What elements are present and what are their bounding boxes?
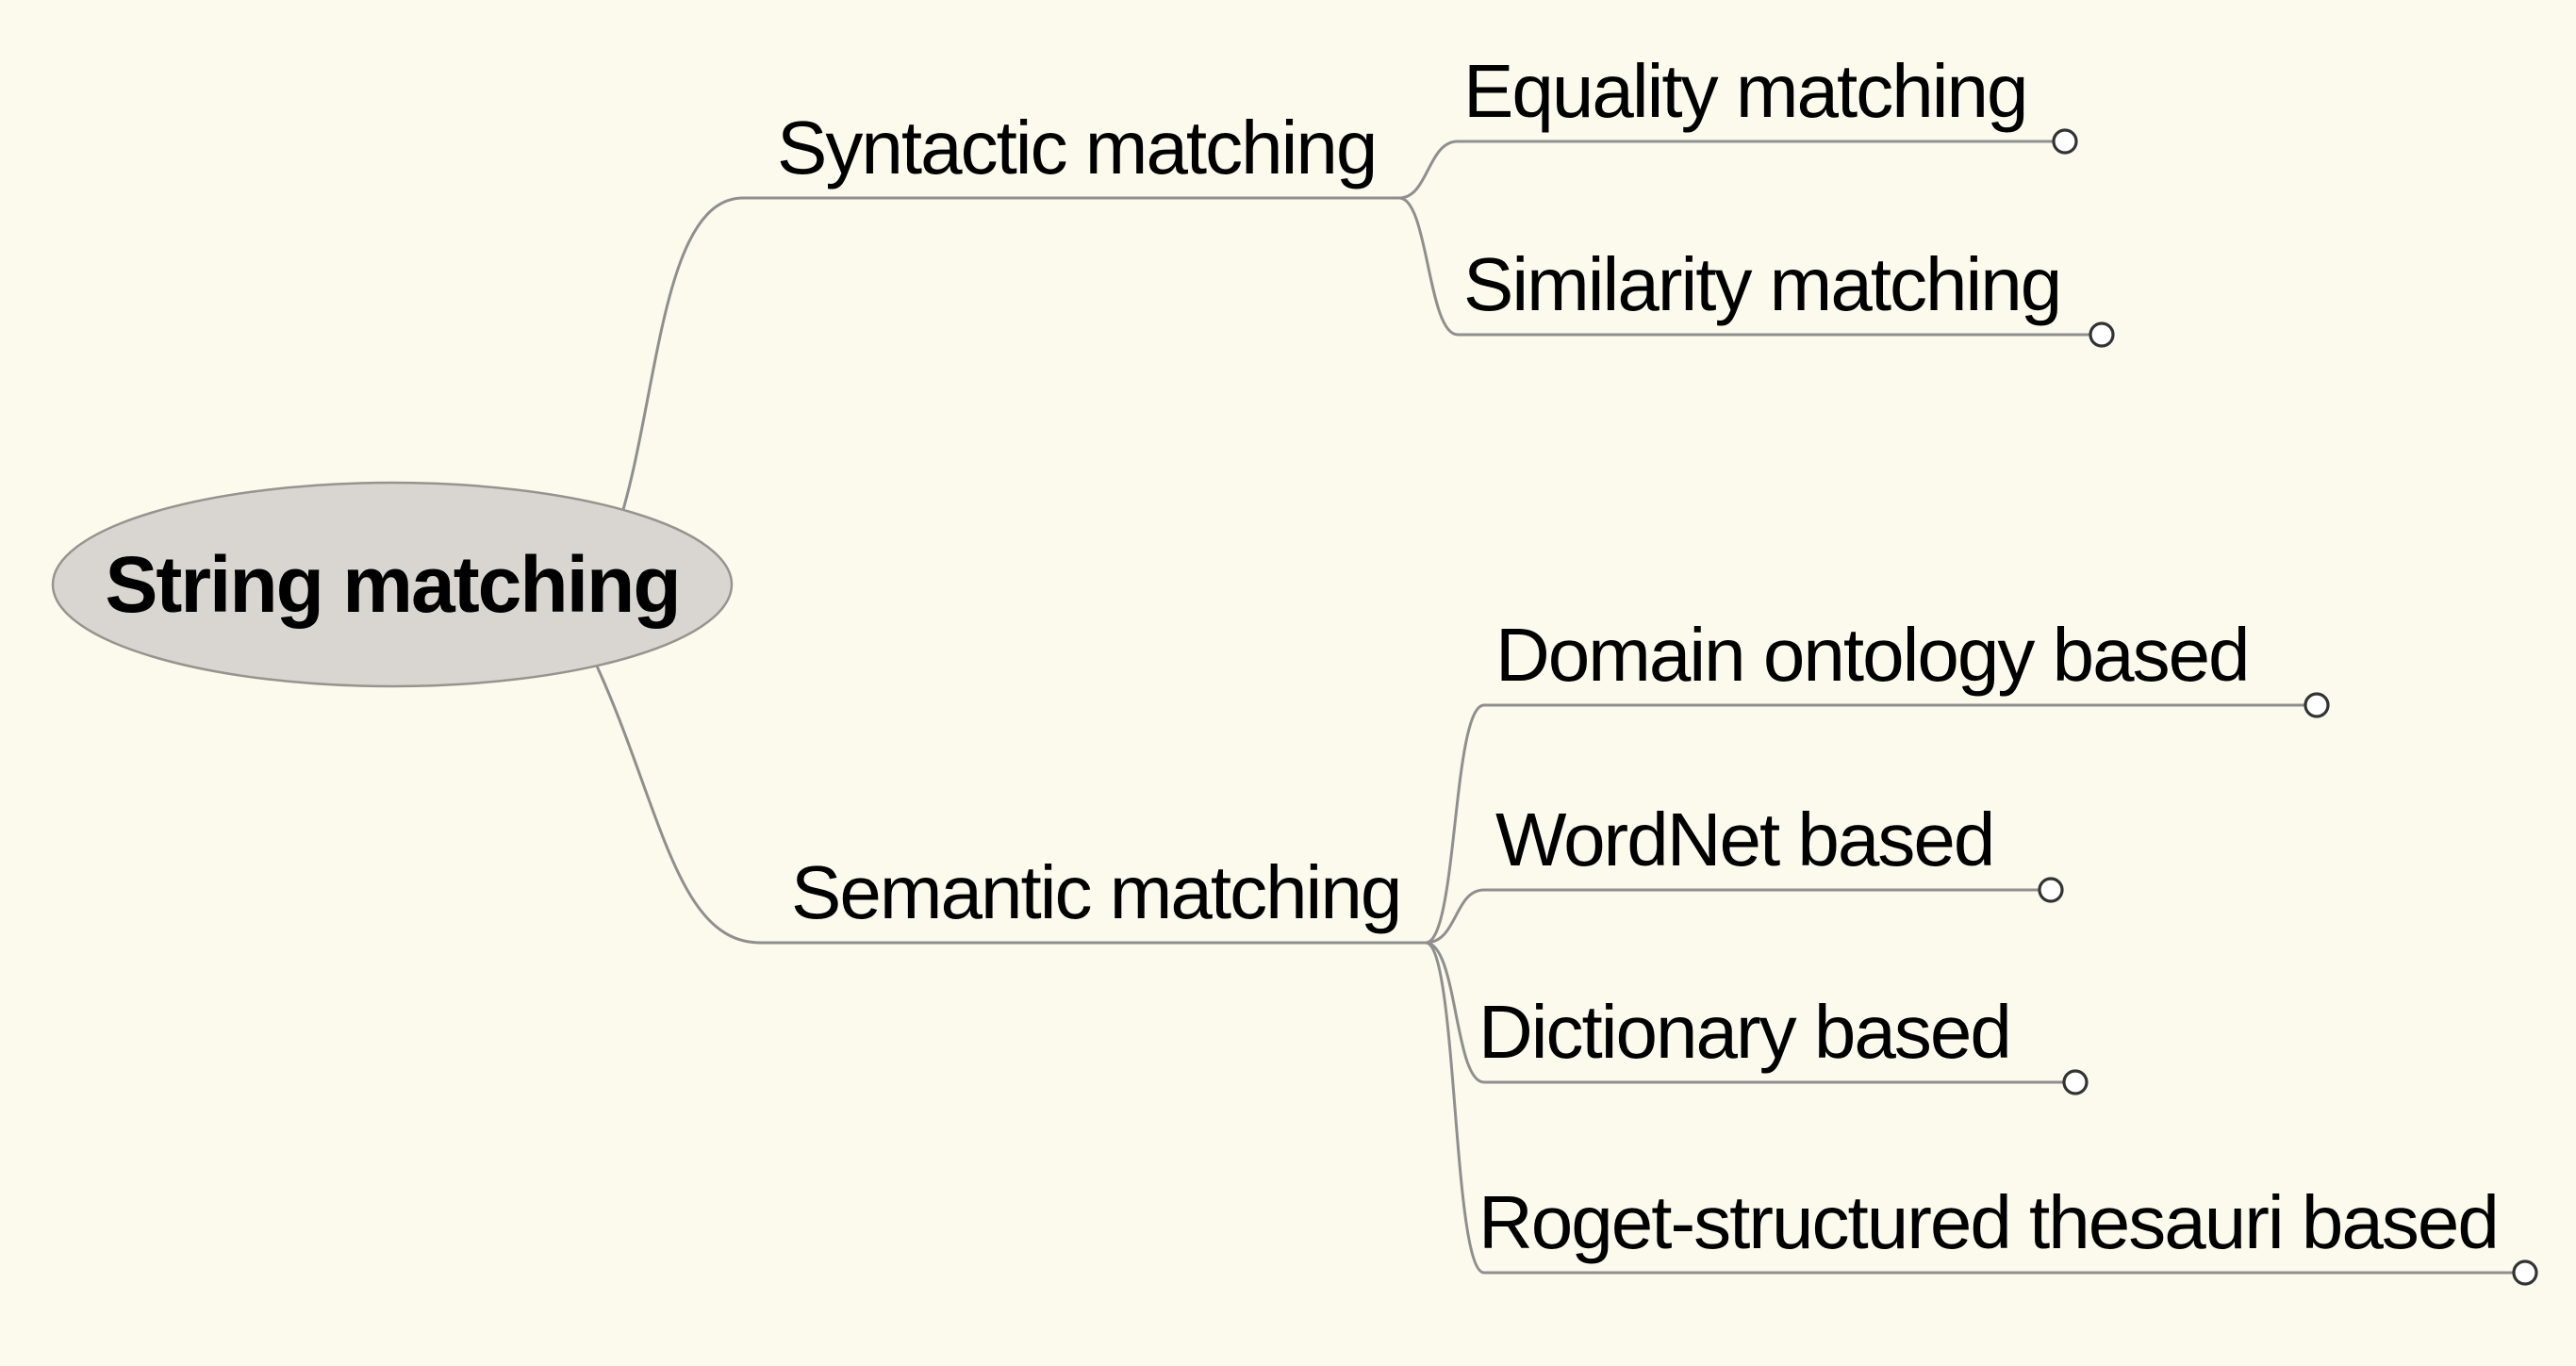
node-syntactic-matching[interactable]: Syntactic matching <box>777 106 1378 189</box>
node-domain-ontology-based[interactable]: Domain ontology based <box>1495 613 2251 697</box>
fold-indicator-circle-dictionary[interactable] <box>2062 1069 2089 1095</box>
connector-semantic-to-dictionary <box>1425 941 2064 1084</box>
connector-root-to-semantic <box>592 659 761 945</box>
connector-syntactic-to-similarity <box>1398 196 2090 337</box>
connector-semantic-to-wordnet <box>1425 888 2039 945</box>
connector-syntactic-to-equality <box>1398 140 2054 200</box>
node-wordnet-based[interactable]: WordNet based <box>1495 798 1995 881</box>
connector-root-to-syntactic <box>616 196 744 529</box>
fold-indicator-circle-roget[interactable] <box>2512 1259 2538 1286</box>
node-roget-structured-thesauri-based[interactable]: Roget-structured thesauri based <box>1478 1180 2500 1264</box>
fold-indicator-circle-wordnet[interactable] <box>2038 877 2064 903</box>
root-ellipse[interactable] <box>51 481 734 688</box>
connector-semantic-to-roget <box>1425 941 2514 1275</box>
node-semantic-matching[interactable]: Semantic matching <box>791 850 1402 934</box>
connector-semantic-to-domain-ontology <box>1425 703 2305 945</box>
fold-indicator-circle-equality[interactable] <box>2052 128 2078 155</box>
node-dictionary-based[interactable]: Dictionary based <box>1478 990 2012 1074</box>
node-similarity-matching[interactable]: Similarity matching <box>1463 242 2062 326</box>
fold-indicator-circle-similarity[interactable] <box>2089 321 2115 348</box>
node-equality-matching[interactable]: Equality matching <box>1463 49 2028 133</box>
node-string-matching[interactable]: String matching <box>105 540 681 629</box>
fold-indicator-circle-domain-ontology[interactable] <box>2304 692 2330 718</box>
